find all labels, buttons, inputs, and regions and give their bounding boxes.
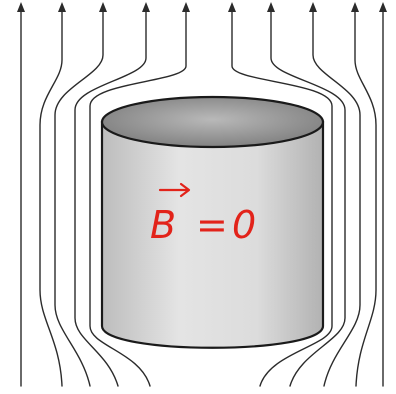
up-arrow-icon (17, 2, 387, 12)
equals-sign: = (196, 203, 228, 247)
field-symbol: B (150, 203, 176, 247)
cylinder-top (102, 97, 323, 147)
field-line-9 (355, 8, 376, 386)
field-line-2 (40, 8, 62, 386)
zero-value: 0 (232, 203, 256, 247)
